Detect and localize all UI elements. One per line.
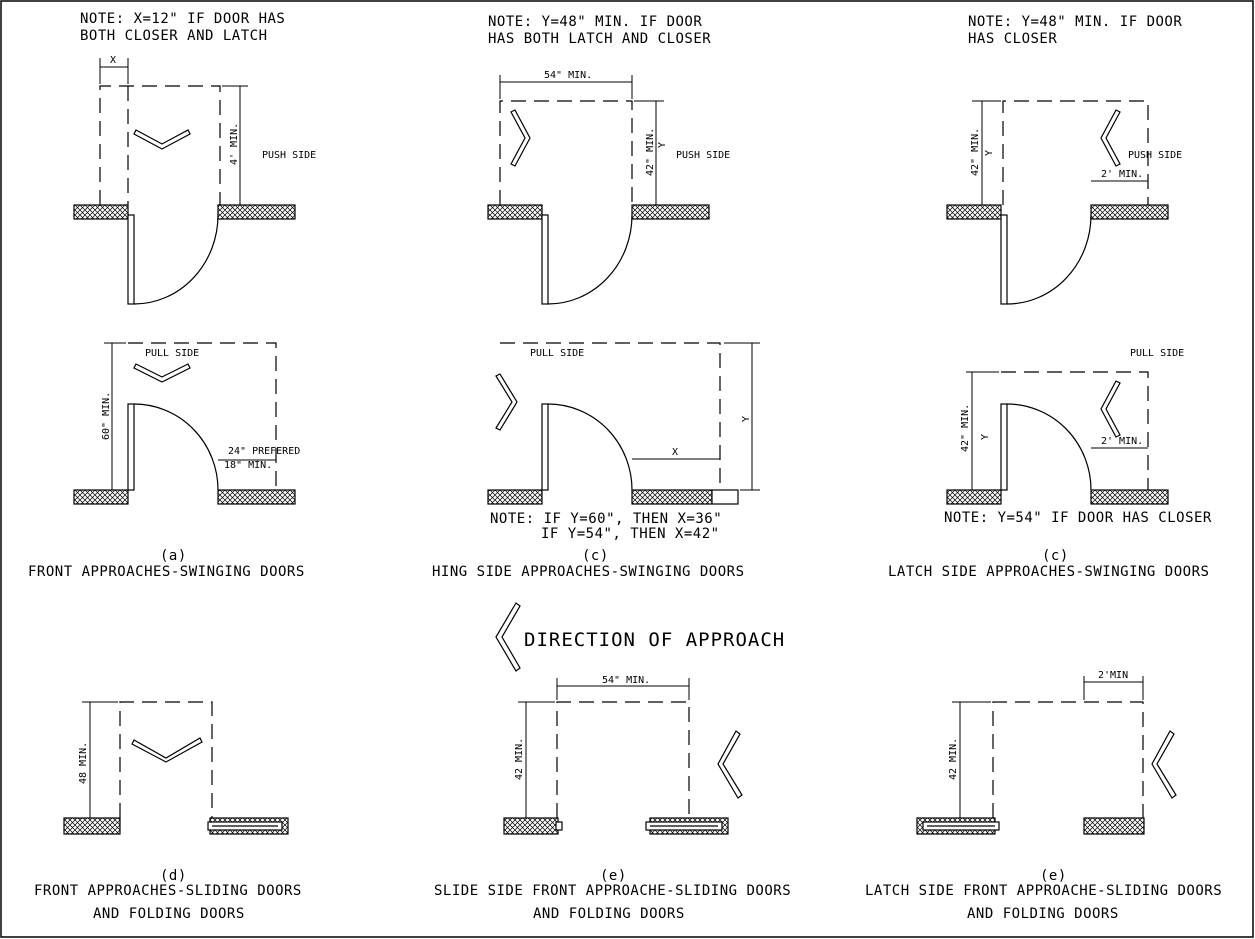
dim-2-min: 2' MIN.	[1101, 169, 1143, 180]
caption-b-letter: (c)	[582, 548, 609, 564]
door-swing-arc	[133, 214, 219, 305]
note-b-line1: NOTE: Y=48" MIN. IF DOOR	[488, 14, 702, 30]
caption-e-title-2: AND FOLDING DOORS	[533, 906, 685, 922]
dim-42-min-c2: 42" MIN.	[960, 404, 971, 452]
caption-f-letter: (e)	[1040, 868, 1067, 884]
fig-f-sliding: 2'MIN 42 MIN.	[916, 670, 1177, 835]
note-c-line1: NOTE: Y=48" MIN. IF DOOR	[968, 14, 1182, 30]
caption-f-title-1: LATCH SIDE FRONT APPROACHE-SLIDING DOORS	[865, 883, 1222, 899]
caption-e-letter: (e)	[600, 868, 627, 884]
caption-c-letter: (c)	[1042, 548, 1069, 564]
dim-24-prefered: 24" PREFERED	[228, 446, 300, 457]
dim-2-min-f: 2'MIN	[1098, 670, 1128, 681]
note-b-line2: HAS BOTH LATCH AND CLOSER	[488, 31, 711, 47]
pull-side-label: PULL SIDE	[145, 348, 199, 359]
fig-c-push: NOTE: Y=48" MIN. IF DOOR HAS CLOSER 42" …	[946, 14, 1182, 305]
note-a-line2: BOTH CLOSER AND LATCH	[80, 28, 268, 44]
dim-y-c: Y	[984, 150, 995, 156]
dim-48-min: 48 MIN.	[78, 742, 89, 784]
dim-42-min-c: 42" MIN.	[970, 128, 981, 176]
push-side-label-c: PUSH SIDE	[1128, 150, 1182, 161]
caption-e-title-1: SLIDE SIDE FRONT APPROACHE-SLIDING DOORS	[434, 883, 791, 899]
dim-42-min: 42" MIN.	[645, 128, 656, 176]
dim-x-b: X	[672, 447, 678, 458]
wall-left	[73, 204, 129, 220]
dim-54-min-e: 54" MIN.	[602, 675, 650, 686]
caption-d-title-1: FRONT APPROACHES-SLIDING DOORS	[34, 883, 302, 899]
caption-c-title: LATCH SIDE APPROACHES-SWINGING DOORS	[888, 564, 1209, 580]
dim-y: Y	[657, 142, 668, 148]
direction-legend: DIRECTION OF APPROACH	[495, 602, 785, 672]
caption-a-letter: (a)	[160, 548, 187, 564]
note-c-line2: HAS CLOSER	[968, 31, 1057, 47]
caption-b-title: HING SIDE APPROACHES-SWINGING DOORS	[432, 564, 745, 580]
door-leaf	[127, 214, 135, 305]
caption-d-title-2: AND FOLDING DOORS	[93, 906, 245, 922]
fig-b-push: NOTE: Y=48" MIN. IF DOOR HAS BOTH LATCH …	[487, 14, 730, 305]
note-c-bottom: NOTE: Y=54" IF DOOR HAS CLOSER	[944, 510, 1212, 526]
note-b-bottom-1: NOTE: IF Y=60", THEN X=36"	[490, 511, 722, 527]
note-b-bottom-2: IF Y=54", THEN X=42"	[541, 526, 720, 542]
dim-42-min-e: 42 MIN.	[514, 738, 525, 780]
fig-b-pull: PULL SIDE Y X NOTE: IF Y=60", THEN X=36"…	[487, 342, 760, 542]
pull-side-label-c: PULL SIDE	[1130, 348, 1184, 359]
direction-of-approach-label: DIRECTION OF APPROACH	[524, 629, 785, 651]
chevron-arrow-icon	[495, 602, 521, 672]
dim-42-min-f: 42 MIN.	[948, 738, 959, 780]
wall-right	[217, 204, 296, 220]
caption-f-title-2: AND FOLDING DOORS	[967, 906, 1119, 922]
dim-x: X	[110, 55, 116, 66]
dim-18-min: 18" MIN.	[224, 460, 272, 471]
dim-4-min: 4' MIN.	[229, 123, 240, 165]
dim-2-min-c2: 2' MIN.	[1101, 436, 1143, 447]
dim-60-min: 60" MIN.	[101, 392, 112, 440]
fig-a-pull: PULL SIDE 60" MIN. 24" PREFERED 18" MIN.	[73, 342, 300, 505]
approach-arrow-icon	[133, 129, 191, 150]
dim-54-min: 54" MIN.	[544, 70, 592, 81]
caption-a-title: FRONT APPROACHES-SWINGING DOORS	[28, 564, 305, 580]
fig-a-push: NOTE: X=12" IF DOOR HAS BOTH CLOSER AND …	[73, 11, 316, 305]
fig-d-sliding: 48 MIN.	[63, 701, 289, 835]
dim-y-c2: Y	[980, 434, 991, 440]
clear-space-outline	[99, 85, 221, 205]
note-a-line1: NOTE: X=12" IF DOOR HAS	[80, 11, 285, 27]
dim-y-b: Y	[741, 416, 752, 422]
pull-side-label-b: PULL SIDE	[530, 348, 584, 359]
push-side-label: PUSH SIDE	[262, 150, 316, 161]
caption-d-letter: (d)	[160, 868, 187, 884]
fig-e-sliding: 54" MIN. 42 MIN.	[503, 675, 743, 835]
fig-c-pull: PULL SIDE 42" MIN. Y 2' MIN. NOTE: Y=54"…	[944, 348, 1212, 526]
push-side-label-b: PUSH SIDE	[676, 150, 730, 161]
